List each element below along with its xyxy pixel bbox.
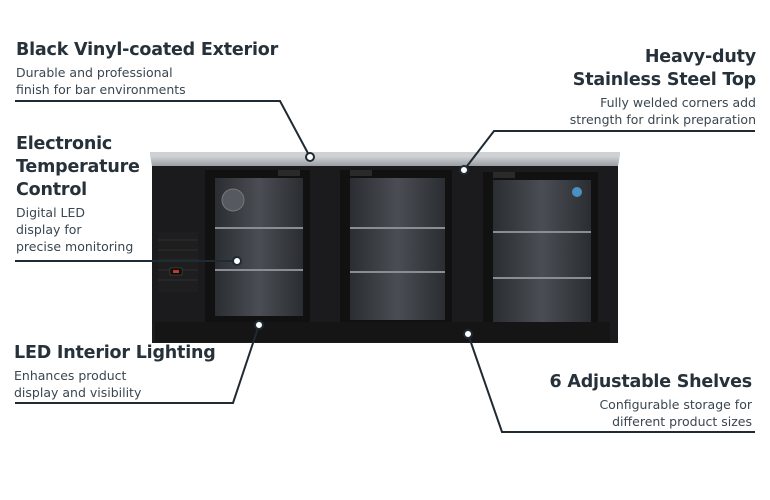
description-line: display for — [16, 222, 82, 237]
leader-top — [463, 130, 755, 171]
leader-dots — [232, 152, 473, 339]
callout-title: Black Vinyl-coated Exterior — [16, 40, 279, 60]
title-line: Temperature — [16, 157, 140, 177]
brand-badge-icon — [572, 187, 582, 197]
title-line: Control — [16, 180, 87, 200]
description-line: different product sizes — [612, 414, 752, 429]
door-right — [483, 172, 598, 337]
callout-title: Heavy-duty Stainless Steel Top — [570, 46, 756, 92]
leader-exterior — [15, 100, 311, 158]
callout-title: 6 Adjustable Shelves — [549, 372, 753, 392]
title-line: Heavy-duty — [644, 47, 756, 67]
description-line: Enhances product — [14, 368, 127, 383]
description-line: Digital LED — [16, 205, 86, 220]
title-line: Stainless Steel Top — [572, 70, 756, 90]
callout-exterior: Black Vinyl-coated Exterior Durable and … — [16, 39, 278, 98]
callout-title: Electronic Temperature Control — [16, 133, 140, 202]
description-line: precise monitoring — [16, 239, 134, 254]
door-middle — [340, 170, 452, 330]
description-line: strength for drink preparation — [569, 112, 756, 127]
callout-lighting: LED Interior Lighting Enhances product d… — [14, 342, 216, 401]
description-line: finish for bar environments — [16, 82, 186, 97]
stainless-steel-top — [150, 155, 620, 166]
leader-lines — [15, 100, 755, 433]
fan-icon — [221, 188, 245, 212]
callout-description: Enhances product display and visibility — [14, 367, 216, 401]
description-line: display and visibility — [14, 385, 142, 400]
callout-top: Heavy-duty Stainless Steel Top Fully wel… — [570, 46, 756, 128]
callout-description: Configurable storage for different produ… — [550, 396, 752, 430]
callout-description: Durable and professional finish for bar … — [16, 64, 278, 98]
leader-lighting — [15, 324, 260, 404]
callout-shelves: 6 Adjustable Shelves Configurable storag… — [550, 371, 753, 430]
callout-description: Digital LED display for precise monitori… — [16, 204, 140, 255]
callout-description: Fully welded corners add strength for dr… — [570, 94, 756, 128]
description-line: Configurable storage for — [599, 397, 752, 412]
callout-title: LED Interior Lighting — [14, 343, 216, 363]
leader-shelves — [467, 333, 755, 433]
callout-temperature: Electronic Temperature Control Digital L… — [16, 133, 140, 255]
door-left — [205, 170, 310, 325]
title-line: Electronic — [16, 134, 113, 154]
description-line: Durable and professional — [16, 65, 173, 80]
back-bar-cooler — [150, 152, 620, 343]
description-line: Fully welded corners add — [600, 95, 756, 110]
